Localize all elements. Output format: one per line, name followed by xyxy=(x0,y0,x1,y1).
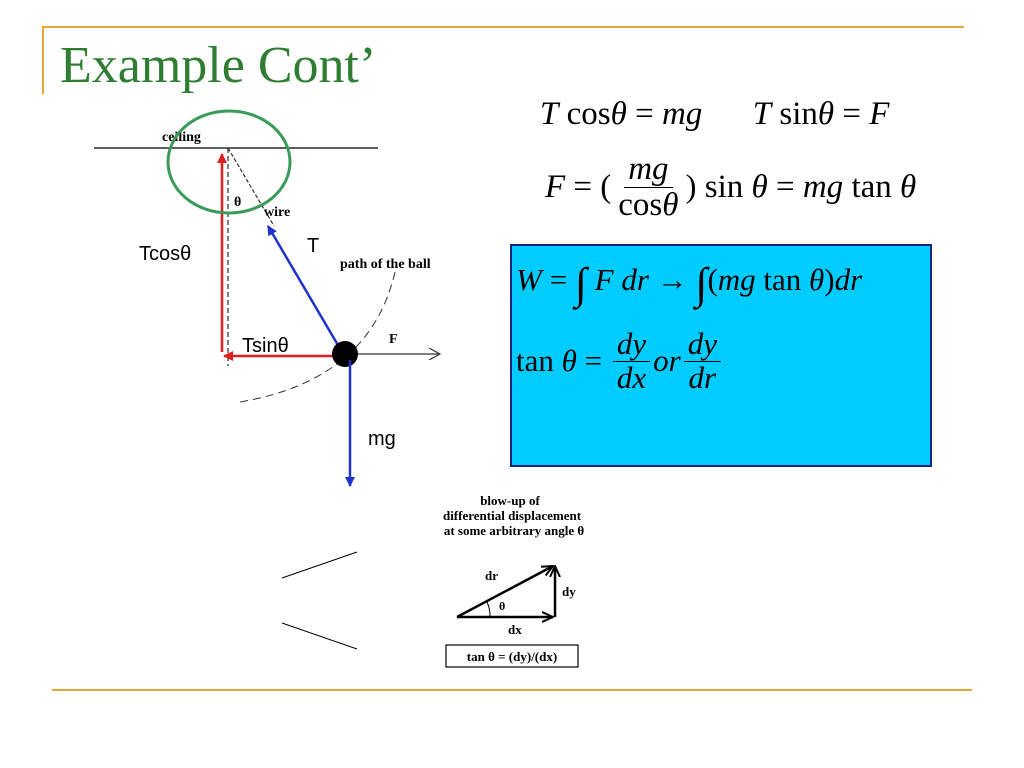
eq2-theta2: θ xyxy=(900,168,917,205)
zoom-line-top xyxy=(281,551,358,579)
eq2-den-cos: cos xyxy=(618,186,663,223)
eq3-theta: θ xyxy=(809,262,825,297)
blowup-formula: tan θ = (dy)/(dx) xyxy=(467,649,557,664)
blowup-angle-arc xyxy=(486,601,491,618)
eq3-dr1: dr xyxy=(621,262,649,297)
eq4-fraction-2: dy dr xyxy=(683,327,721,395)
wire-line xyxy=(227,147,275,227)
blowup-caption-line1: blow-up of xyxy=(480,493,540,508)
eq1b-f: F xyxy=(869,96,890,132)
frame-top-line xyxy=(42,26,964,28)
eq3-paren-open: ( xyxy=(707,262,718,297)
eq4-frac2-numerator: dy xyxy=(683,327,721,362)
eq3-mg: mg xyxy=(717,262,756,297)
tsin-label: Tsinθ xyxy=(242,335,289,357)
ball-path-arc xyxy=(239,271,396,403)
eq3-arrow: → xyxy=(648,262,696,297)
eq2-numerator: mg xyxy=(624,152,673,188)
eq1-equals: = xyxy=(626,96,662,132)
wire-label: wire xyxy=(264,205,290,220)
eq4-equals: = xyxy=(576,343,610,379)
highlight-circle xyxy=(166,109,292,215)
eq2-f: F xyxy=(545,168,566,205)
eq2-fraction: mg cosθ xyxy=(614,152,682,222)
eq1b-equals: = xyxy=(834,96,870,132)
blowup-formula-box xyxy=(445,644,579,668)
dx-label: dx xyxy=(508,622,522,637)
eq3-dr2: dr xyxy=(834,262,863,297)
eq4-or: or xyxy=(653,343,681,379)
weight-label: mg xyxy=(368,428,396,450)
eq2-tan: tan xyxy=(843,168,901,205)
eq3-f: F xyxy=(594,262,614,297)
blowup-caption-line2: differential displacement xyxy=(443,508,582,523)
eq4-tan: tan xyxy=(516,343,562,379)
eq3-paren-close: ) xyxy=(824,262,835,297)
frame-bottom-line xyxy=(52,689,972,691)
eq1-t-symbol: T xyxy=(540,96,559,132)
eq1-cos: cos xyxy=(566,96,611,132)
tension-arrow xyxy=(266,225,344,353)
force-label: F xyxy=(389,332,398,347)
equation-work: W = ∫ F dr → ∫(mg tan θ)dr xyxy=(516,258,862,309)
work-equation-box: W = ∫ F dr → ∫(mg tan θ)dr tan θ = dy dx… xyxy=(510,244,932,467)
eq1b-sin: sin xyxy=(779,96,818,132)
path-label: path of the ball xyxy=(340,257,431,272)
eq4-fraction-1: dy dx xyxy=(612,327,651,395)
eq3-integral-1: ∫ xyxy=(574,259,587,308)
eq4-frac1-denominator: dx xyxy=(616,359,647,395)
pendulum-ball xyxy=(332,341,358,367)
eq4-frac1-numerator: dy xyxy=(612,327,651,362)
eq2-theta1: θ xyxy=(751,168,768,205)
eq1b-t-symbol: T xyxy=(752,96,772,132)
eq3-w: W xyxy=(516,262,542,297)
theta-angle-label: θ xyxy=(234,195,241,210)
tension-label: T xyxy=(307,235,319,257)
equation-tangent: tan θ = dy dx or dy dr xyxy=(516,327,724,395)
tcos-label: Tcosθ xyxy=(139,243,191,265)
eq3-tan: tan xyxy=(755,262,810,297)
zoom-line-bottom xyxy=(281,622,358,650)
equation-force: F = ( mg cosθ ) sin θ = mg tan θ xyxy=(545,152,916,222)
eq3-integral-2: ∫ xyxy=(695,259,708,308)
eq1-theta: θ xyxy=(610,96,627,132)
eq2-equals: = xyxy=(767,168,803,205)
dr-arrow xyxy=(456,566,553,619)
eq3-equals: = xyxy=(541,262,575,297)
frame-left-line xyxy=(42,26,44,94)
eq4-frac2-denominator: dr xyxy=(688,359,717,395)
dy-label: dy xyxy=(562,584,576,599)
eq2-denominator: cosθ xyxy=(614,186,682,223)
dr-label: dr xyxy=(485,568,498,583)
eq1-mg: mg xyxy=(661,96,703,132)
eq2-equals-open: = ( xyxy=(565,168,612,205)
eq2-den-theta: θ xyxy=(662,186,679,223)
slide-title: Example Cont’ xyxy=(60,37,377,94)
eq2-mg: mg xyxy=(802,168,844,205)
blowup-caption-line3: at some arbitrary angle θ xyxy=(444,523,585,538)
eq2-close-sin: ) sin xyxy=(685,168,752,205)
eq4-theta: θ xyxy=(561,343,577,379)
equation-equilibrium: T cosθ = mg T sinθ = F xyxy=(540,96,889,133)
ceiling-label: ceiling xyxy=(162,130,201,145)
eq1b-theta: θ xyxy=(817,96,835,132)
blowup-theta-label: θ xyxy=(499,599,505,613)
